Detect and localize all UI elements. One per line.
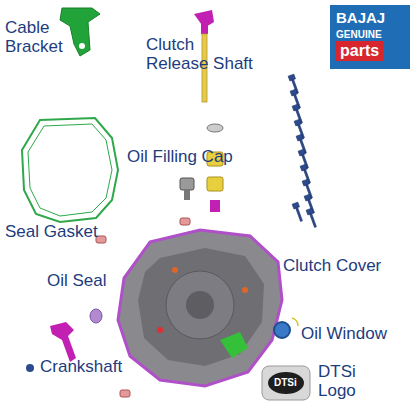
dowel [120,390,130,397]
oil-cap [180,178,194,190]
cable-bracket [60,8,100,56]
part-name: Cable Bracket [5,18,77,56]
oil-window-ring [292,318,298,326]
seal-gasket [22,118,118,222]
crankshaft-part [50,322,76,362]
washer [207,124,223,132]
cover-hub [186,291,214,319]
brand-text: BAJAJ [330,5,410,27]
oil-seal [90,309,102,323]
clutch-cover [118,230,282,386]
bushing [207,177,223,191]
marker [172,267,178,273]
part-name: Crankshaft [40,357,122,376]
logo-badge [262,366,310,400]
dowel [180,218,190,225]
part-name: Clutch Release Shaft [146,35,258,73]
oil-cap-stem [184,190,190,200]
part-name: Oil Filling Cap [127,147,233,166]
part-name: Oil Window [301,324,387,343]
cover-boss [166,271,234,339]
bolt-set [288,74,318,228]
cover-recess [138,248,264,366]
marker [242,287,248,293]
part-name: Seal Gasket [5,222,98,241]
gasket-inner [28,124,112,216]
green-part [220,332,248,358]
brand-text: parts [336,41,383,61]
part-name: Clutch Cover [283,256,381,275]
crankshaft-pin [26,364,34,372]
shaft-head [201,24,208,34]
part-name: DTSi Logo [318,362,374,400]
brand-text: GENUINE [330,27,410,41]
part-name: Oil Seal [47,271,107,290]
spacer [210,200,220,212]
brand-logo-box: BAJAJGENUINEparts [330,5,410,69]
logo-badge-face [268,372,304,394]
marker [157,327,163,333]
oil-window [274,322,290,338]
bracket-hole [79,43,85,49]
logo-text: DTSi [274,377,297,389]
